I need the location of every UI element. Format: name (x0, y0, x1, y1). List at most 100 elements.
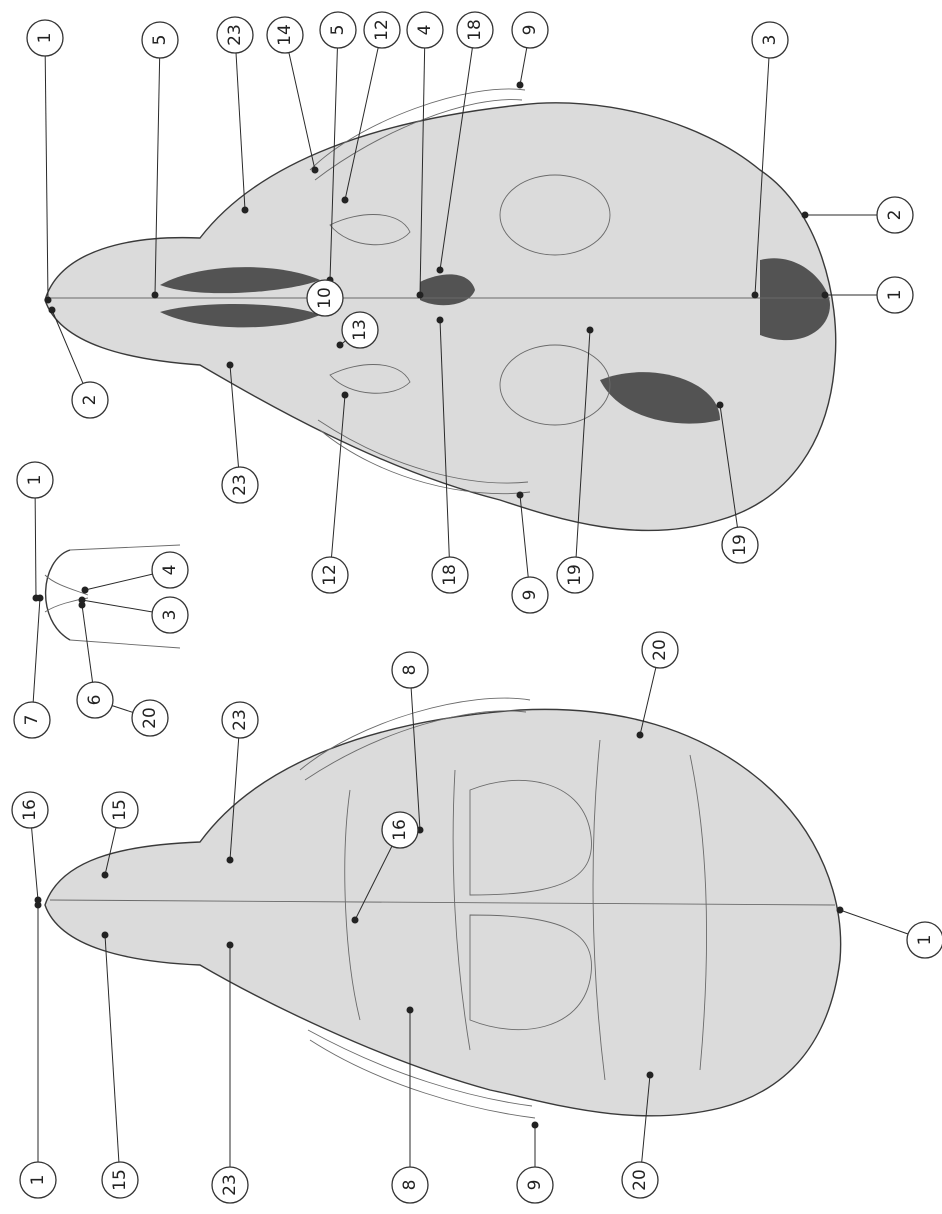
callout-7: 7 (14, 702, 50, 738)
callout-number: 1 (35, 33, 55, 44)
leader-endpoint-dot (82, 587, 89, 594)
leader-line (45, 38, 48, 300)
callout-number: 5 (328, 25, 348, 36)
callout-18: 18 (457, 12, 493, 48)
callout-number: 12 (372, 19, 392, 41)
callout-number: 23 (220, 1174, 240, 1196)
callout-number: 9 (520, 25, 540, 36)
callout-23: 23 (217, 17, 253, 53)
callout-number: 6 (85, 695, 105, 706)
callout-1: 1 (17, 462, 53, 498)
callout-number: 16 (20, 799, 40, 821)
callout-4: 4 (407, 12, 443, 48)
callout-number: 15 (110, 799, 130, 821)
leader-endpoint-dot (227, 857, 234, 864)
callout-5: 5 (142, 22, 178, 58)
leader-endpoint-dot (637, 732, 644, 739)
callout-20: 20 (642, 632, 678, 668)
callout-number: 9 (520, 590, 540, 601)
leader-endpoint-dot (802, 212, 809, 219)
callout-9: 9 (512, 577, 548, 613)
callout-number: 20 (630, 1169, 650, 1191)
callout-13: 13 (342, 312, 378, 348)
leader-endpoint-dot (152, 292, 159, 299)
callout-15: 15 (102, 1162, 138, 1198)
callout-number: 4 (160, 565, 180, 576)
leader-line (235, 35, 245, 210)
leader-endpoint-dot (717, 402, 724, 409)
leader-endpoint-dot (337, 342, 344, 349)
callout-number: 23 (230, 709, 250, 731)
leader-endpoint-dot (102, 932, 109, 939)
callout-number: 16 (390, 819, 410, 841)
callout-number: 3 (760, 35, 780, 46)
callout-6: 6 (77, 682, 113, 718)
callout-number: 20 (650, 639, 670, 661)
leader-endpoint-dot (352, 917, 359, 924)
callout-9: 9 (517, 1167, 553, 1203)
callout-number: 19 (565, 564, 585, 586)
callout-number: 2 (885, 210, 905, 221)
leader-endpoint-dot (37, 595, 44, 602)
callout-3: 3 (752, 22, 788, 58)
leader-endpoint-dot (837, 907, 844, 914)
leader-endpoint-dot (242, 207, 249, 214)
callout-1: 1 (27, 20, 63, 56)
leader-endpoint-dot (79, 602, 86, 609)
callout-8: 8 (392, 652, 428, 688)
callout-number: 23 (230, 474, 250, 496)
callout-23: 23 (222, 467, 258, 503)
leader-endpoint-dot (417, 292, 424, 299)
callout-23: 23 (212, 1167, 248, 1203)
ventral-skull-view (45, 89, 836, 531)
leader-endpoint-dot (312, 167, 319, 174)
callout-2: 2 (72, 382, 108, 418)
leader-endpoint-dot (49, 307, 56, 314)
callout-20: 20 (132, 700, 168, 736)
callout-number: 23 (225, 24, 245, 46)
callout-number: 9 (525, 1180, 545, 1191)
callout-number: 13 (350, 319, 370, 341)
leader-endpoint-dot (517, 82, 524, 89)
leader-endpoint-dot (437, 267, 444, 274)
callout-1: 1 (877, 277, 913, 313)
callout-number: 8 (400, 1180, 420, 1191)
leader-endpoint-dot (45, 297, 52, 304)
callout-1: 1 (907, 922, 942, 958)
callout-number: 20 (140, 707, 160, 729)
leader-endpoint-dot (587, 327, 594, 334)
callout-number: 8 (400, 665, 420, 676)
leader-line (105, 935, 120, 1180)
leader-endpoint-dot (822, 292, 829, 299)
callout-number: 5 (150, 35, 170, 46)
callout-number: 12 (320, 564, 340, 586)
callout-1: 1 (20, 1162, 56, 1198)
callout-14: 14 (267, 17, 303, 53)
callout-number: 18 (440, 564, 460, 586)
leader-endpoint-dot (342, 197, 349, 204)
callout-16: 16 (12, 792, 48, 828)
leader-line (285, 35, 315, 170)
callout-number: 15 (110, 1169, 130, 1191)
callout-number: 1 (25, 475, 45, 486)
callout-number: 14 (275, 24, 295, 46)
callout-16: 16 (382, 812, 418, 848)
callout-5: 5 (320, 12, 356, 48)
leader-endpoint-dot (227, 942, 234, 949)
callout-10: 10 (307, 280, 343, 316)
callout-3: 3 (152, 597, 188, 633)
callout-18: 18 (432, 557, 468, 593)
callout-19: 19 (722, 527, 758, 563)
callout-number: 1 (28, 1175, 48, 1186)
leader-endpoint-dot (35, 902, 42, 909)
dorsal-skull-view (45, 698, 841, 1118)
callout-number: 7 (22, 715, 42, 726)
leader-endpoint-dot (342, 392, 349, 399)
callout-number: 10 (315, 287, 335, 309)
callout-number: 1 (915, 935, 935, 946)
leader-endpoint-dot (752, 292, 759, 299)
leader-endpoint-dot (647, 1072, 654, 1079)
callout-number: 18 (465, 19, 485, 41)
leader-endpoint-dot (102, 872, 109, 879)
